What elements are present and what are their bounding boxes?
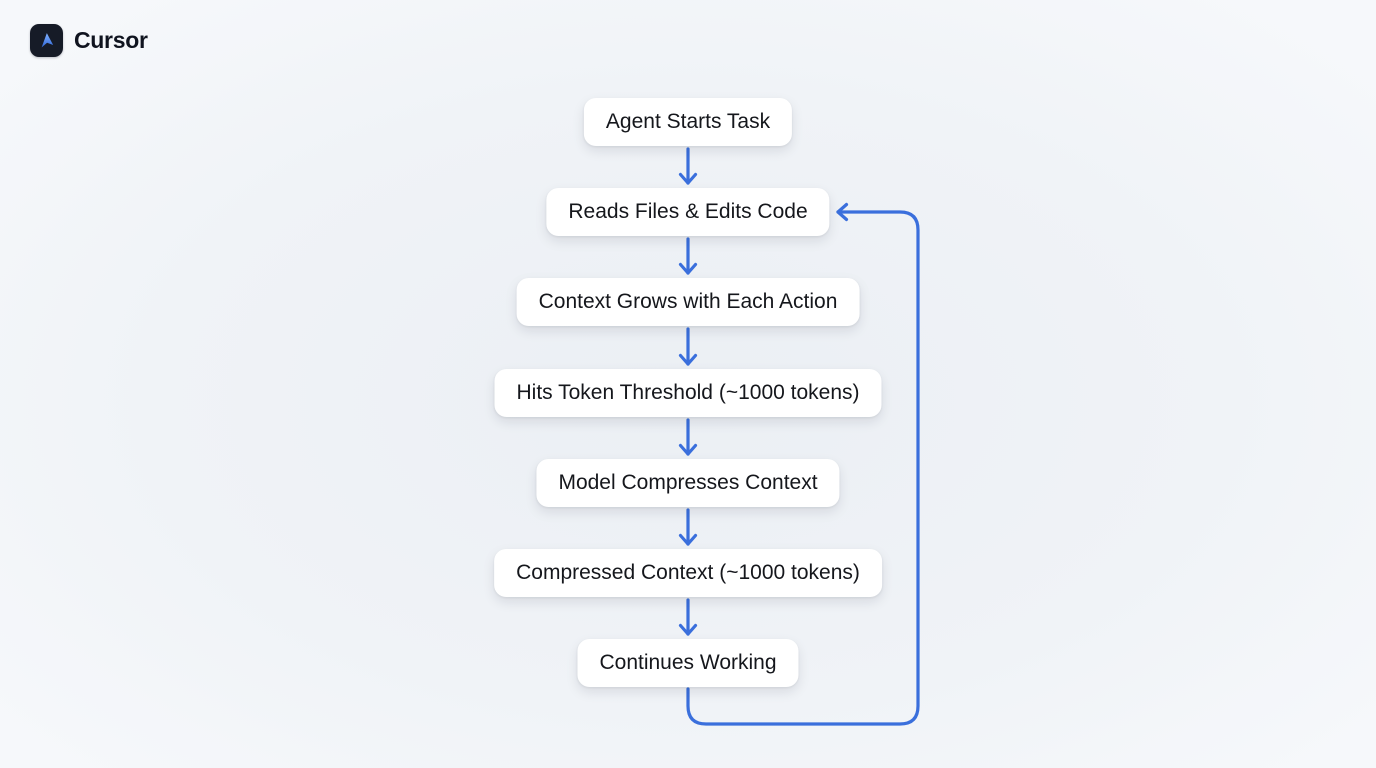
arrow-reads-to-grows [678,237,698,275]
flow-node-start: Agent Starts Task [583,98,793,146]
cursor-pointer-icon [41,33,54,48]
cursor-logo-icon [30,24,63,57]
arrow-compress-to-compressed [678,508,698,546]
arrow-threshold-to-compress [678,418,698,456]
arrow-start-to-reads [678,147,698,185]
arrow-compressed-to-continues [678,598,698,636]
flow-node-reads: Reads Files & Edits Code [546,188,830,236]
brand-name: Cursor [74,27,148,53]
flow-node-compress: Model Compresses Context [536,459,840,507]
flow-node-threshold: Hits Token Threshold (~1000 tokens) [494,369,882,417]
flow-node-continues: Continues Working [577,639,799,687]
cursor-brand: Cursor [30,24,148,57]
arrow-grows-to-threshold [678,327,698,366]
flow-node-grows: Context Grows with Each Action [516,278,860,326]
flow-node-compressed: Compressed Context (~1000 tokens) [494,549,882,597]
